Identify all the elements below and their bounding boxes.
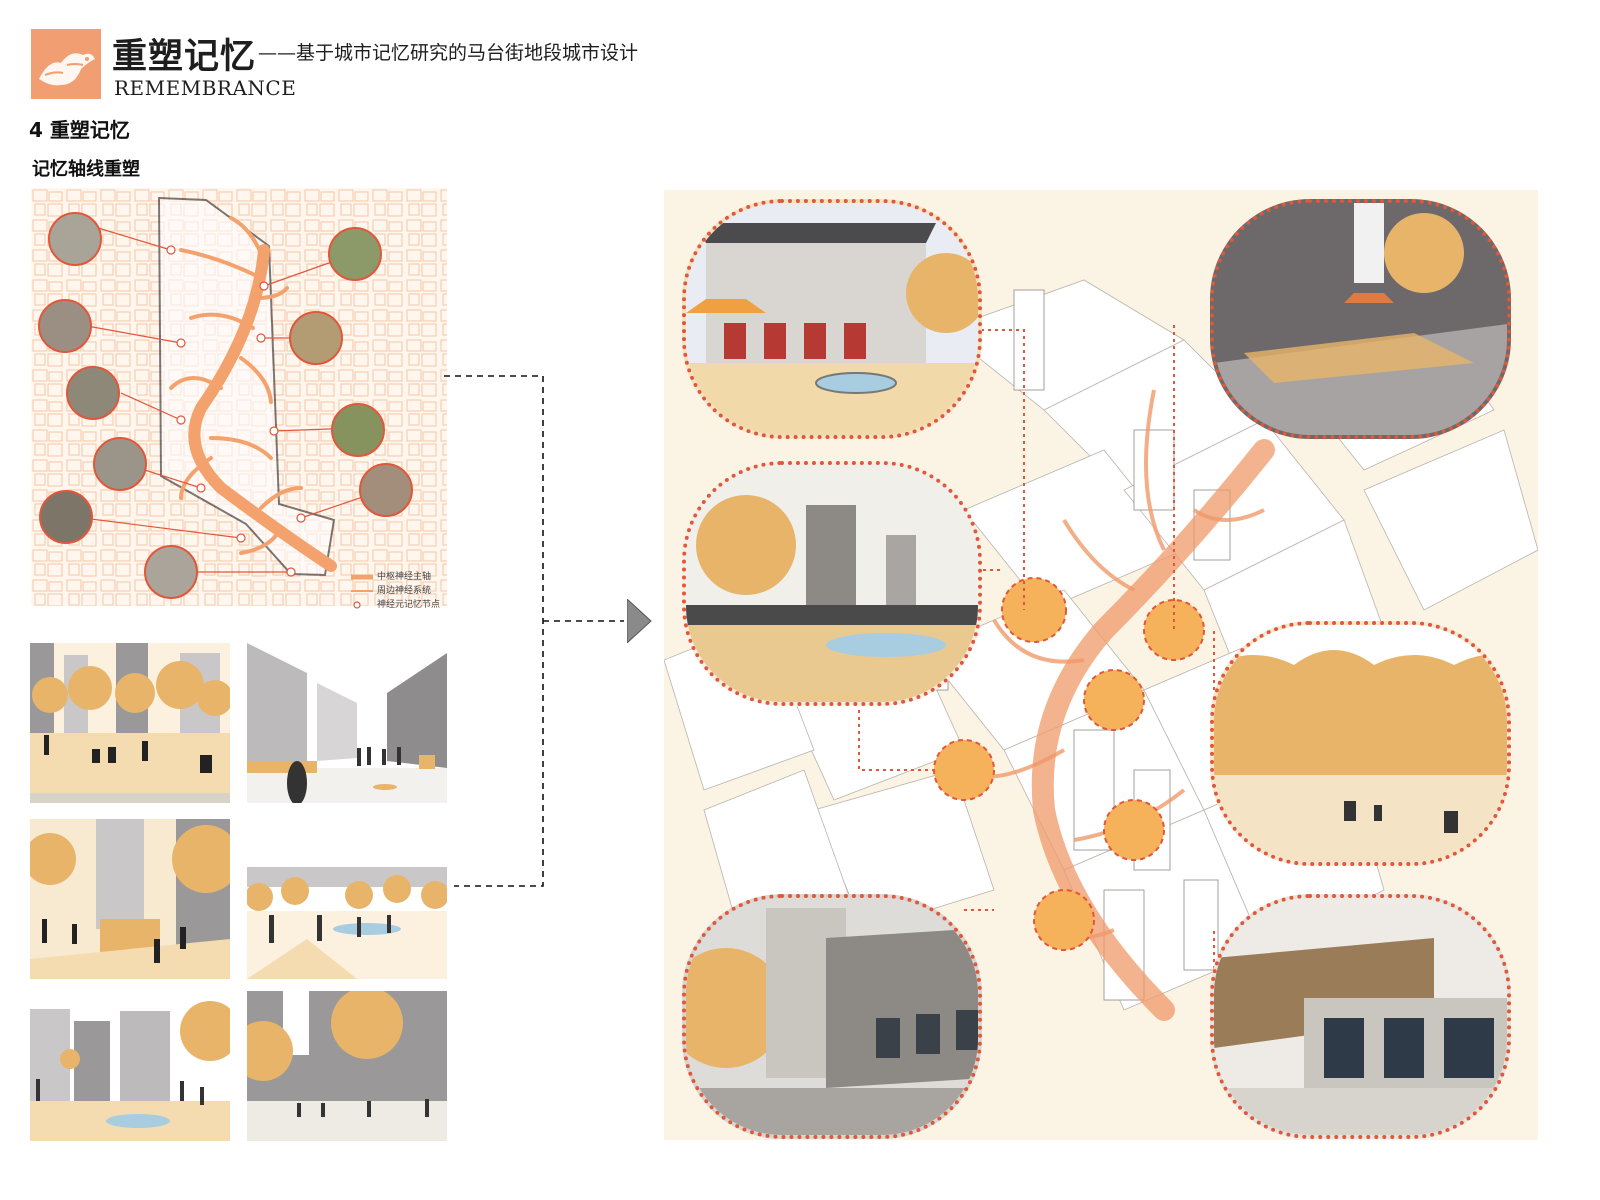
scene-modern-building xyxy=(1210,894,1511,1139)
map-drawing xyxy=(31,188,447,606)
vignette-courtyard xyxy=(30,991,230,1141)
scene-riverside xyxy=(682,461,982,706)
section-title: 4 重塑记忆 xyxy=(29,118,130,142)
scene-tree-square xyxy=(1210,621,1511,866)
title-en: REMEMBRANCE xyxy=(114,76,297,100)
title-subtitle: ——基于城市记忆研究的马台街地段城市设计 xyxy=(258,42,639,64)
vignette-pond xyxy=(247,819,447,979)
thin-line-icon xyxy=(351,590,373,592)
vignette-street xyxy=(247,643,447,803)
legend-label: 周边神经系统 xyxy=(377,586,432,596)
vignette-park xyxy=(30,643,230,803)
bird-logo-icon xyxy=(31,29,101,99)
legend-label: 神经元记忆节点 xyxy=(377,600,441,610)
scene-courtyard xyxy=(1210,199,1511,439)
map-legend: 中枢神经主轴 周边神经系统 神经元记忆节点 xyxy=(351,570,440,612)
legend-item: 神经元记忆节点 xyxy=(351,598,440,612)
logo xyxy=(31,29,101,99)
legend-item: 中枢神经主轴 xyxy=(351,570,440,584)
thick-line-icon xyxy=(351,574,373,580)
connector-line xyxy=(444,375,624,887)
scene-arcade-building xyxy=(682,894,982,1139)
vignette-arcade xyxy=(247,991,447,1141)
subsection-title: 记忆轴线重塑 xyxy=(32,159,140,180)
title-cn: 重塑记忆 xyxy=(112,36,257,77)
vignette-plaza xyxy=(30,819,230,979)
arrow-right-icon xyxy=(627,599,652,643)
axis-map xyxy=(31,188,447,606)
legend-item: 周边神经系统 xyxy=(351,584,440,598)
legend-label: 中枢神经主轴 xyxy=(377,572,432,582)
scene-historic-building xyxy=(682,199,982,439)
circle-icon xyxy=(353,601,361,609)
